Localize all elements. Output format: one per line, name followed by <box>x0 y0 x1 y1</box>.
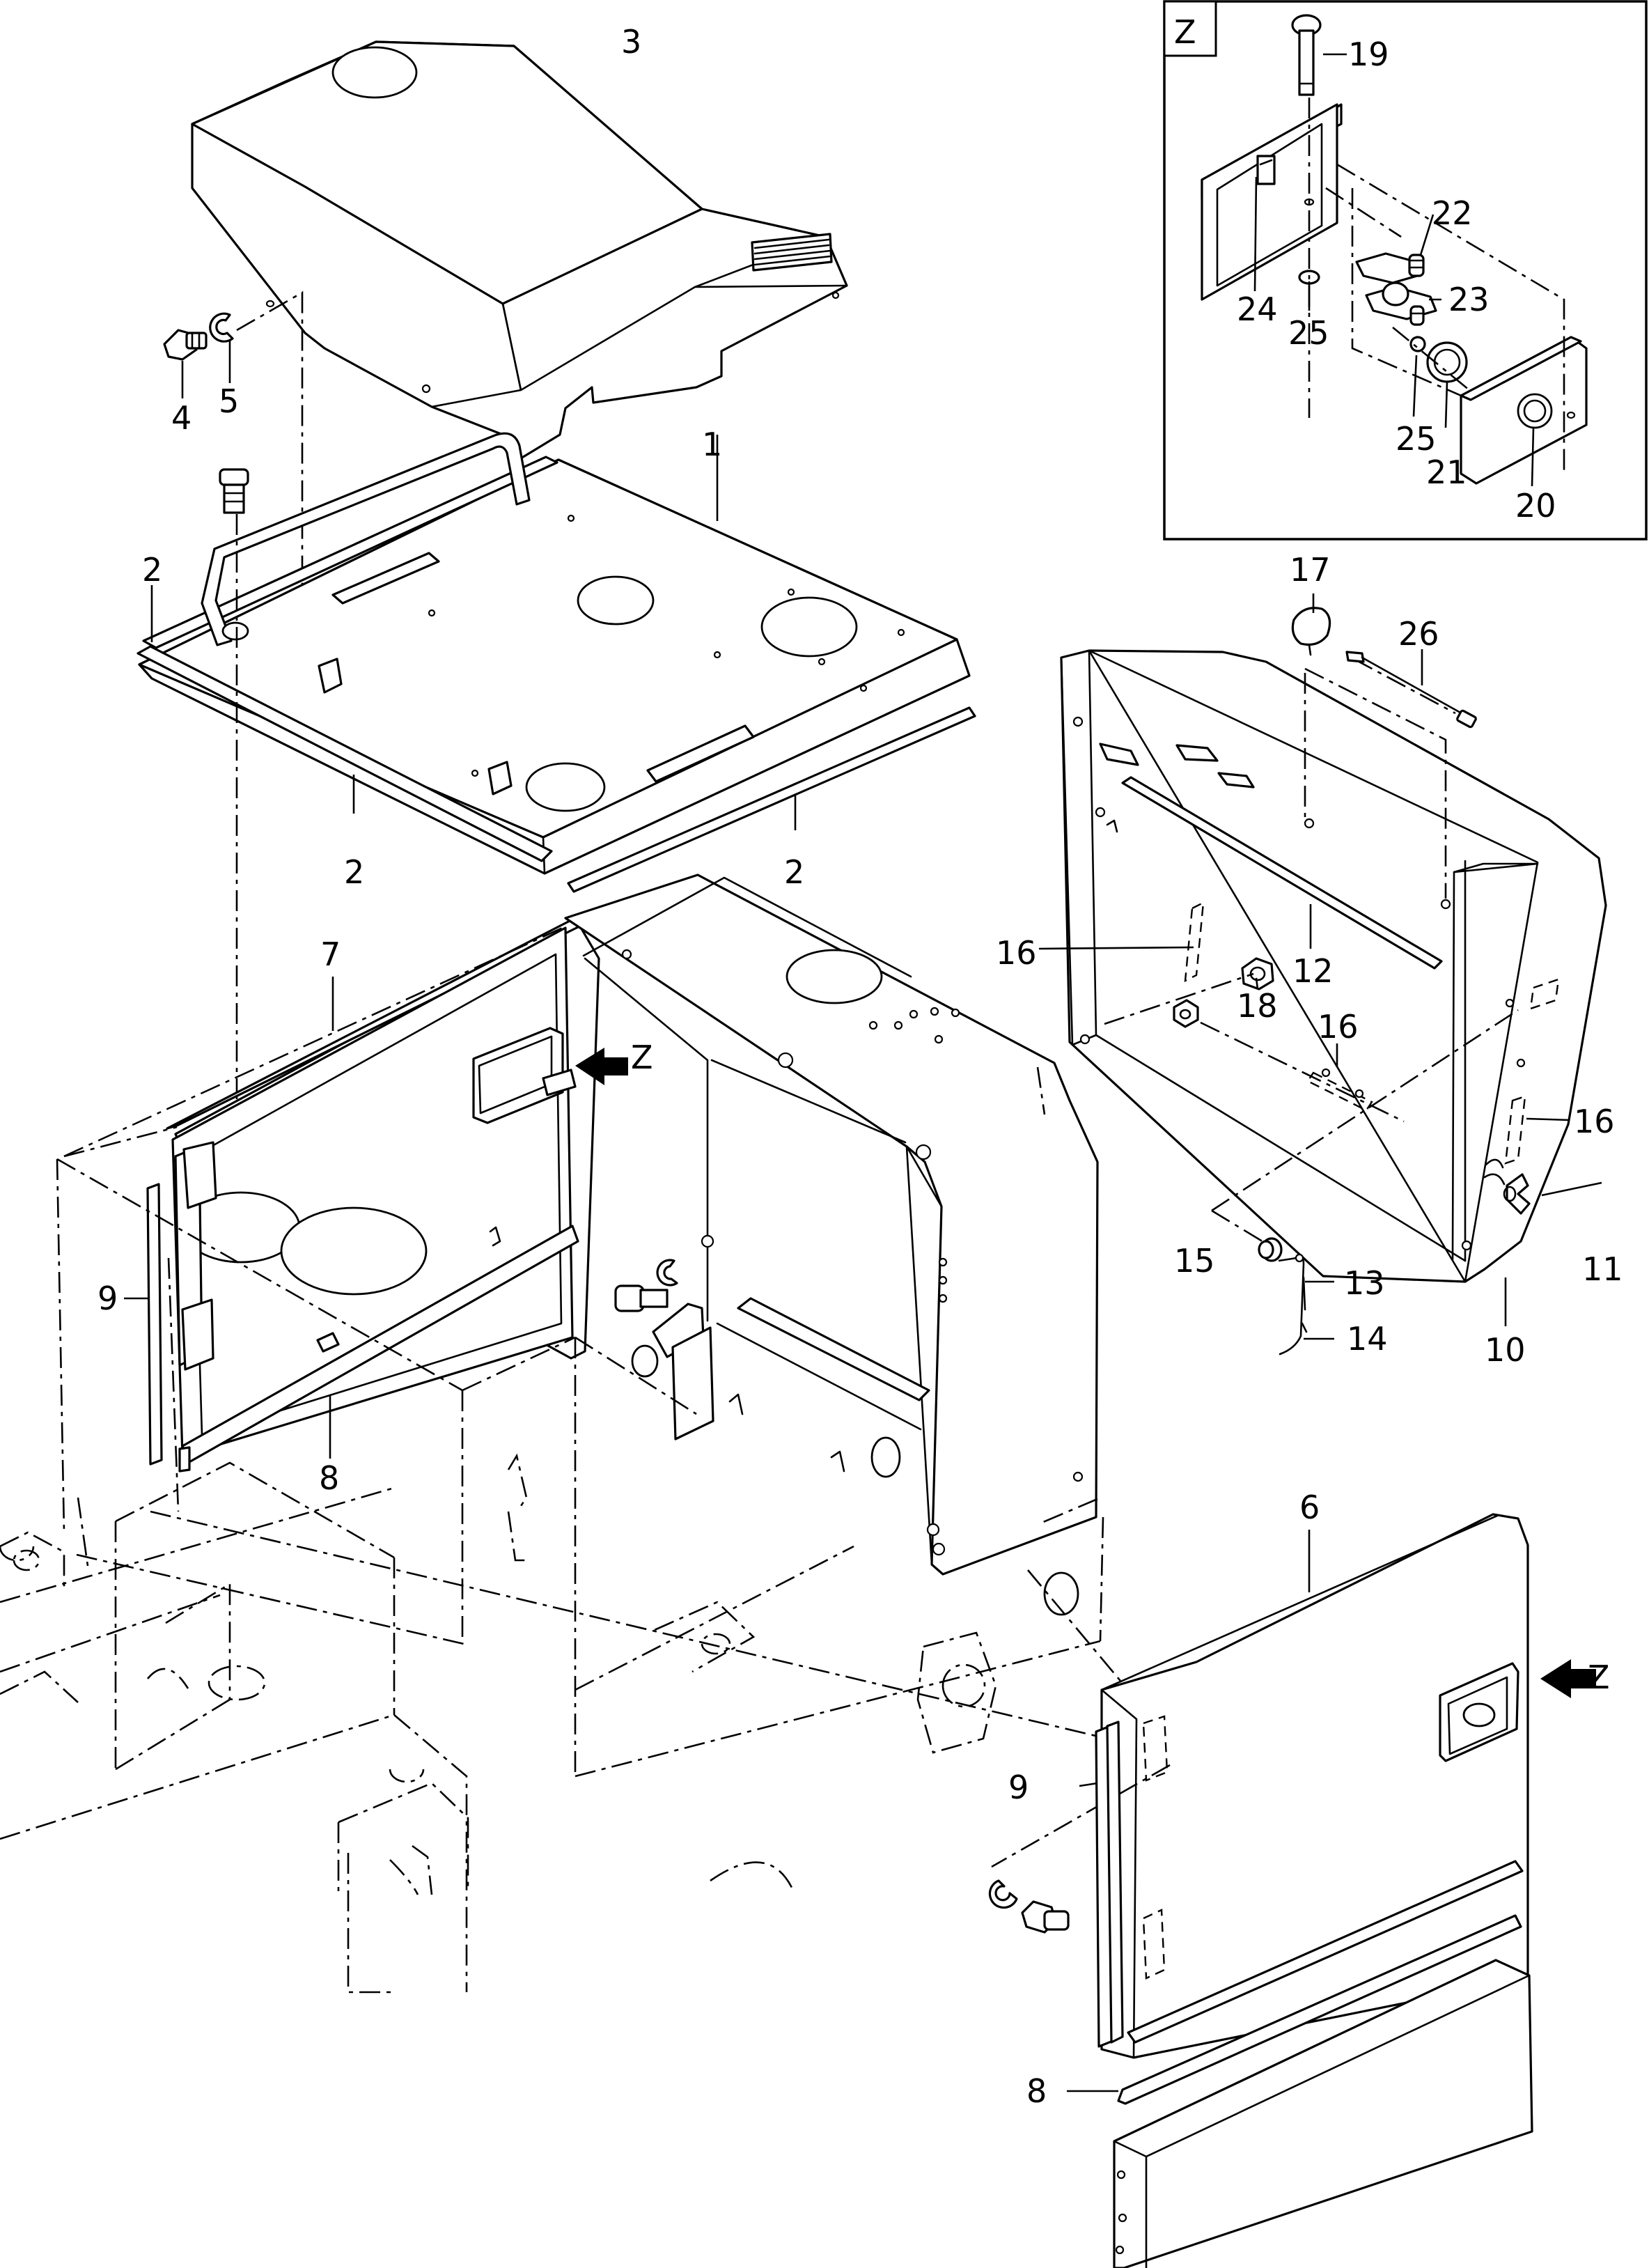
inset-label: Z <box>1174 13 1196 51</box>
callout-11: 11 <box>1582 1250 1623 1288</box>
callout-2: 2 <box>784 853 804 891</box>
clip-25-lower <box>1409 336 1426 352</box>
callout-22: 22 <box>1432 194 1473 232</box>
rear-hood-10 <box>1060 649 1607 1283</box>
callout-1: 1 <box>702 426 722 463</box>
callout-16: 16 <box>1318 1008 1359 1046</box>
callout-25: 25 <box>1396 420 1437 458</box>
svg-text:Z: Z <box>631 1039 653 1076</box>
callout-16: 16 <box>1574 1103 1615 1140</box>
callout-17: 17 <box>1290 551 1331 589</box>
view-arrow-z-left: Z <box>575 1039 653 1085</box>
callout-19: 19 <box>1348 36 1389 73</box>
cable-13-14 <box>1279 1253 1308 1356</box>
callout-6: 6 <box>1299 1489 1320 1526</box>
callout-2: 2 <box>142 551 162 589</box>
callout-16: 16 <box>996 934 1037 972</box>
callout-18: 18 <box>1237 987 1278 1025</box>
hood-body-main <box>564 873 1099 1616</box>
callout-26: 26 <box>1398 615 1439 653</box>
callout-25: 25 <box>1288 314 1329 352</box>
side-door-6 <box>988 1513 1533 2268</box>
callout-23: 23 <box>1448 281 1490 318</box>
pin-19 <box>1291 14 1322 96</box>
inset-label-box <box>1163 0 1217 57</box>
callout-15: 15 <box>1174 1242 1215 1280</box>
latch-plate-24 <box>1201 103 1343 301</box>
callout-10: 10 <box>1485 1331 1526 1369</box>
callout-24: 24 <box>1237 290 1278 328</box>
bolt-4 <box>163 329 208 361</box>
grommet-17 <box>1291 607 1331 656</box>
grommet-15 <box>1258 1237 1283 1262</box>
callout-12: 12 <box>1292 952 1334 990</box>
callout-3: 3 <box>621 23 641 61</box>
callout-8: 8 <box>319 1459 339 1497</box>
machine-base-hidden <box>0 925 1185 1994</box>
callout-8: 8 <box>1026 2072 1047 2110</box>
top-panel-1 <box>136 432 976 893</box>
latch-cam-23 <box>1355 252 1437 326</box>
callout-9: 9 <box>1008 1769 1029 1806</box>
pin-26 <box>1345 651 1477 729</box>
upper-hood-3 <box>191 40 848 464</box>
callout-20: 20 <box>1515 487 1556 525</box>
callout-9: 9 <box>97 1280 118 1317</box>
washer-5 <box>209 312 234 343</box>
svg-text:Z: Z <box>1588 1659 1610 1696</box>
callout-4: 4 <box>171 399 192 437</box>
seal-ring-21 <box>1426 341 1468 383</box>
handle-cup-20 <box>1460 336 1588 485</box>
hood-frame-7 <box>146 917 600 1473</box>
callout-7: 7 <box>320 935 341 973</box>
callout-13: 13 <box>1344 1264 1385 1302</box>
callout-14: 14 <box>1347 1320 1388 1358</box>
callout-5: 5 <box>219 382 239 420</box>
wing-nut-11 <box>1503 1173 1531 1215</box>
callout-2: 2 <box>344 853 364 891</box>
callout-21: 21 <box>1426 453 1467 491</box>
callout-labels: 1 2 2 2 3 4 5 6 7 8 8 9 9 10 11 12 13 14… <box>97 23 1623 2110</box>
vent-grille <box>751 233 833 272</box>
inset-z-detail: Z <box>1163 0 1648 541</box>
view-arrow-z-right: Z <box>1540 1659 1610 1698</box>
